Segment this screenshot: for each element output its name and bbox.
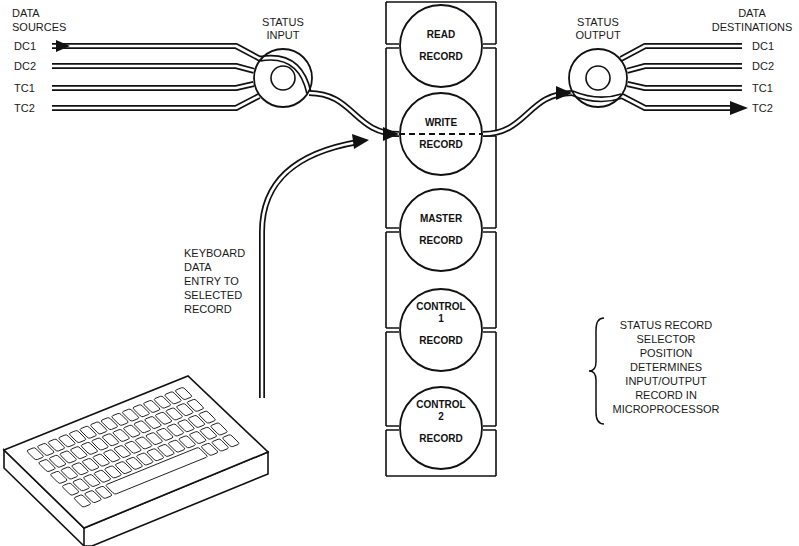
selector-note: STATUS RECORD SELECTOR POSITION DETERMIN… <box>610 318 722 416</box>
record-word: RECORD <box>413 235 469 247</box>
keyboard-keys <box>26 387 240 507</box>
key <box>186 399 204 412</box>
group-heading: DATA SOURCES <box>12 6 74 34</box>
signal-name: TC1 <box>752 81 786 95</box>
arrow-carrier <box>483 93 572 134</box>
group-heading: DATA DESTINATIONS <box>709 6 795 34</box>
path-outer <box>309 93 399 134</box>
key <box>198 411 216 424</box>
status-record: CONTROL 1 RECORD <box>399 288 483 372</box>
node-circle <box>400 5 482 87</box>
strip-edge <box>385 2 387 476</box>
source-lines <box>52 46 309 108</box>
arrow-head <box>56 40 70 52</box>
source-lines <box>52 46 309 108</box>
keyboard-line <box>262 142 358 398</box>
node-circle <box>400 289 482 371</box>
node-circle <box>569 49 627 107</box>
strip-edge <box>386 1 496 3</box>
node-outline <box>399 386 483 470</box>
selector-hub <box>271 66 295 90</box>
strip-gap <box>386 328 496 332</box>
keyboard-line <box>262 142 358 398</box>
record-word: RECORD <box>413 139 469 151</box>
status-record: CONTROL 2 RECORD <box>399 386 483 470</box>
keyboard-top <box>4 376 268 528</box>
strip-gap <box>386 44 496 48</box>
key <box>222 434 240 447</box>
signal-name: DC1 <box>14 39 48 53</box>
selector-heading: STATUS INPUT <box>251 16 315 42</box>
record-word: RECORD <box>413 335 469 347</box>
record-name: CONTROL 1 <box>413 301 469 325</box>
node-circle <box>400 387 482 469</box>
path-outer <box>483 93 572 134</box>
keyboard-illustration <box>4 376 268 546</box>
record-name: MASTER <box>413 213 469 225</box>
node-outline <box>568 48 628 108</box>
rotary-selector: STATUS OUTPUT <box>568 48 628 108</box>
destination-lines <box>572 46 742 108</box>
selector-hub <box>586 66 610 90</box>
arrow-head <box>730 101 748 115</box>
strip-edge <box>495 2 497 476</box>
signal-name: DC2 <box>14 59 48 73</box>
signal-name: TC2 <box>14 101 48 115</box>
record-name: WRITE <box>413 117 469 129</box>
node-circle <box>254 49 312 107</box>
record-word: RECORD <box>413 51 469 63</box>
key <box>105 447 208 494</box>
rotary-selector: STATUS INPUT <box>253 48 313 108</box>
key <box>175 387 193 400</box>
node-outline <box>253 48 313 108</box>
signal-name: TC2 <box>752 101 786 115</box>
keyboard-note: KEYBOARD DATA ENTRY TO SELECTED RECORD <box>184 246 250 316</box>
record-word: RECORD <box>413 433 469 445</box>
record-name: CONTROL 2 <box>413 399 469 423</box>
status-record: WRITE RECORD <box>399 92 483 176</box>
strip-edge <box>386 475 496 477</box>
write-path-dashed <box>399 133 483 135</box>
signal-name: DC1 <box>752 39 786 53</box>
destination-lines <box>572 46 742 108</box>
arrow-carrier <box>309 93 399 134</box>
record-selector-strip <box>386 2 496 476</box>
record-name: READ <box>413 29 469 41</box>
status-record: MASTER RECORD <box>399 188 483 272</box>
node-circle <box>400 93 482 175</box>
signal-name: TC1 <box>14 81 48 95</box>
signal-path <box>483 93 572 134</box>
selector-heading: STATUS OUTPUT <box>566 16 630 42</box>
status-record: READ RECORD <box>399 4 483 88</box>
arrow-head <box>352 134 369 149</box>
node-outline <box>399 288 483 372</box>
node-outline <box>399 4 483 88</box>
path-inner <box>483 93 572 134</box>
node-outline <box>399 92 483 176</box>
signal-path <box>309 93 399 134</box>
keyboard-edge <box>83 528 85 546</box>
signal-name: DC2 <box>752 59 786 73</box>
node-circle <box>400 189 482 271</box>
strip-gap <box>386 426 496 430</box>
key <box>210 423 228 436</box>
brace <box>589 318 604 424</box>
node-outline <box>399 188 483 272</box>
strip-gap <box>386 228 496 232</box>
path-inner <box>309 93 399 134</box>
strip-gap <box>386 132 496 136</box>
